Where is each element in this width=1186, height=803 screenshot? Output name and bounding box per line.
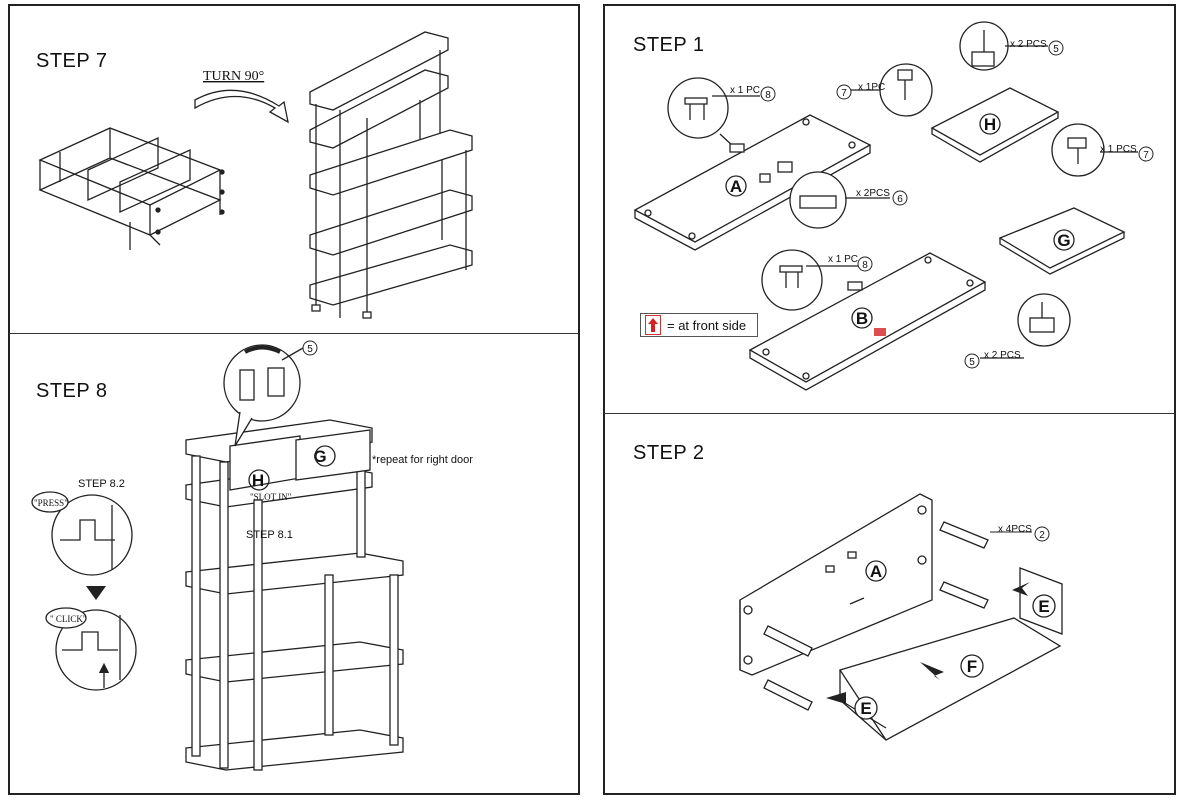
step1-title: STEP 1 (633, 34, 705, 56)
part-e1-circle (1032, 594, 1056, 618)
callout-7a (850, 63, 933, 117)
arrow-to-e-right-icon (1012, 582, 1030, 596)
num-7b: 7 (1143, 150, 1149, 161)
num-8b-circle (857, 256, 873, 272)
step7-upright-shelf (309, 31, 473, 319)
click-label: " CLICK" (50, 614, 87, 624)
num-6-circle (892, 190, 908, 206)
repeat-note: *repeat for right door (372, 454, 473, 466)
num-2-circle (1034, 526, 1050, 542)
dowel-parts (763, 521, 989, 711)
part-h-step8: H (252, 471, 264, 490)
slot-in-label: "SLOT IN" (250, 492, 292, 502)
part-h-step8-circle (248, 469, 270, 491)
arrow-to-f-icon (920, 662, 944, 680)
panel-b-step1 (748, 252, 987, 391)
part-a-step2-circle (865, 560, 887, 582)
part-b-step1-circle (851, 307, 873, 329)
part-h-step1: H (984, 115, 996, 134)
callout-5-circle (302, 340, 318, 356)
legend-text: = at front side (667, 317, 747, 333)
part-a-step2: A (870, 562, 882, 581)
num-5b-circle (964, 353, 980, 369)
click-detail (45, 607, 137, 691)
qty-5b: x 2 PCS (984, 350, 1021, 361)
num-5a-circle (1048, 40, 1064, 56)
part-g-step8-circle (314, 445, 336, 467)
panel-f-and-e-left (838, 617, 1062, 741)
step2-title: STEP 2 (633, 442, 705, 464)
step82-label: STEP 8.2 (78, 478, 125, 490)
num-6: 6 (897, 194, 903, 205)
panel-a-step1 (633, 114, 872, 251)
front-side-marker (874, 328, 886, 336)
down-triangle-icon (86, 586, 106, 600)
step8-title: STEP 8 (36, 380, 108, 402)
qty-7a: x 1PC (858, 82, 885, 93)
panel-a-step2 (739, 493, 933, 676)
part-a-step1-circle (725, 175, 747, 197)
num-7a: 7 (841, 88, 847, 99)
num-2: 2 (1039, 530, 1045, 541)
callout-6 (759, 161, 890, 229)
step7-title: STEP 7 (36, 50, 108, 72)
part-b-step1: B (856, 309, 868, 328)
part-g-step1-circle (1053, 229, 1075, 251)
arrow-to-e-left-icon (826, 692, 846, 704)
num-5b: 5 (969, 357, 975, 368)
part-e2-circle (854, 696, 878, 720)
part-e2: E (860, 699, 871, 718)
part-f-circle (960, 654, 984, 678)
num-8b: 8 (862, 260, 868, 271)
num-5a: 5 (1053, 44, 1059, 55)
part-f: F (967, 657, 977, 676)
turn-label: TURN 90° (203, 69, 264, 84)
front-side-legend: = at front side (640, 313, 758, 337)
callout-5b (980, 293, 1071, 359)
callout-5-number: 5 (307, 344, 313, 355)
qty-5a: x 2 PCS (1010, 39, 1047, 50)
panel-g-step1 (998, 207, 1126, 275)
step8-shelf (185, 419, 404, 771)
part-a-step1: A (730, 177, 742, 196)
panel-h-step1 (930, 87, 1060, 163)
callout-5a (959, 21, 1048, 71)
part-g-step1: G (1057, 231, 1070, 250)
num-8a: 8 (765, 90, 771, 101)
right-divider (604, 413, 1175, 414)
press-detail (31, 491, 133, 576)
qty-2: x 4PCS (998, 524, 1032, 535)
turn-arrow-icon (194, 89, 289, 124)
left-divider (9, 333, 579, 334)
red-up-arrow-icon (645, 315, 661, 335)
qty-7b: x 1 PCS (1100, 144, 1137, 155)
callout-7b (1051, 123, 1138, 177)
callout-8a (667, 77, 760, 153)
step81-label: STEP 8.1 (246, 529, 293, 541)
press-label: "PRESS" (34, 498, 68, 508)
qty-8a: x 1 PC (730, 85, 760, 96)
part-h-step1-circle (979, 113, 1001, 135)
step8-detail-callout (223, 344, 304, 447)
callout-8b (761, 249, 863, 311)
num-7a-circle (836, 84, 852, 100)
step7-flat-frame (38, 127, 225, 250)
num-7b-circle (1138, 146, 1154, 162)
num-8a-circle (760, 86, 776, 102)
qty-8b: x 1 PC (828, 254, 858, 265)
part-e1: E (1038, 597, 1049, 616)
qty-6: x 2PCS (856, 188, 890, 199)
